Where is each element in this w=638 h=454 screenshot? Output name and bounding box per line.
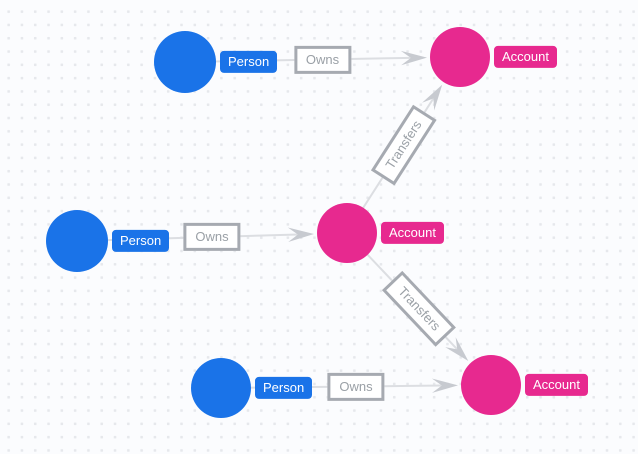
arrowhead-icon [422, 84, 443, 111]
node-label-account[interactable]: Account [525, 373, 588, 397]
node-label-person[interactable]: Person [112, 229, 170, 253]
node-label-person[interactable]: Person [220, 50, 278, 74]
arrowhead-icon [400, 50, 428, 66]
edge-label-owns[interactable]: Owns [327, 372, 385, 401]
node-label-account[interactable]: Account [381, 221, 444, 245]
edge-label-owns[interactable]: Owns [183, 222, 241, 252]
node-person[interactable] [154, 31, 216, 93]
node-label-person[interactable]: Person [255, 376, 313, 400]
arrowhead-icon [287, 227, 315, 242]
node-person[interactable] [46, 210, 108, 272]
edge-label-owns[interactable]: Owns [293, 45, 352, 74]
arrowhead-icon [445, 337, 469, 362]
node-account[interactable] [461, 355, 521, 415]
node-account[interactable] [430, 27, 490, 87]
node-person[interactable] [191, 358, 251, 418]
node-account[interactable] [317, 203, 377, 263]
arrowhead-icon [431, 378, 459, 393]
node-label-account[interactable]: Account [494, 45, 557, 69]
